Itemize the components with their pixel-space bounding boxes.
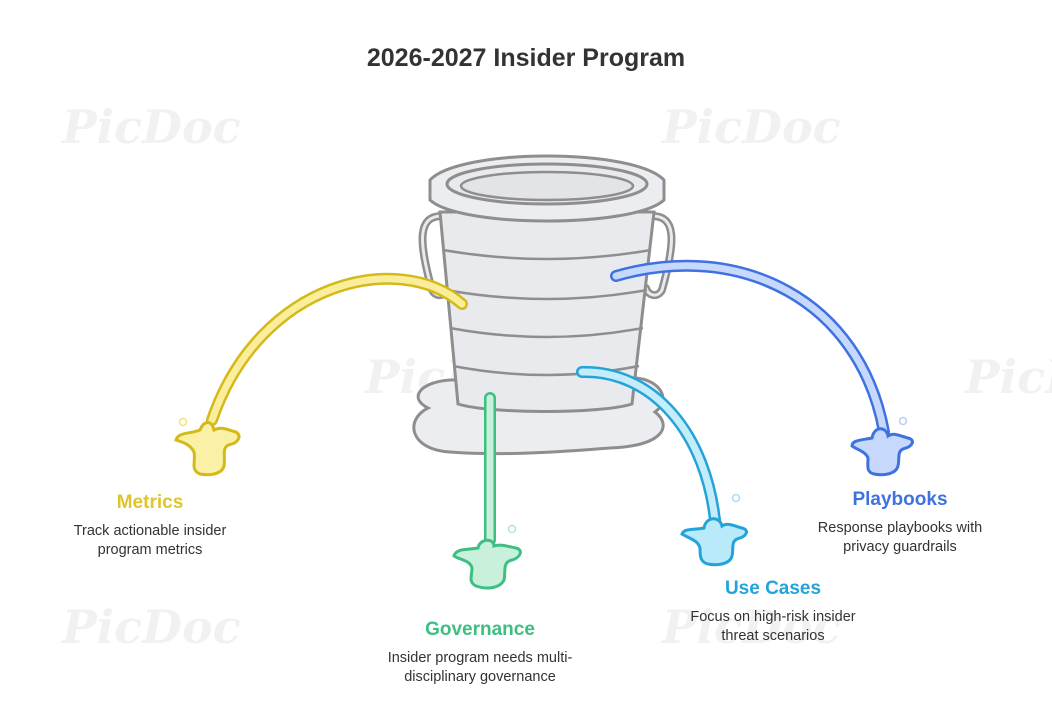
use-cases-description-line2: threat scenarios — [662, 627, 884, 646]
metrics-description-line1: Track actionable insider — [40, 522, 260, 541]
metrics-splash — [176, 423, 239, 475]
governance-description-line2: disciplinary governance — [360, 668, 600, 687]
use-cases-label: Use Cases Focus on high-risk insider thr… — [662, 578, 884, 646]
metrics-heading: Metrics — [40, 492, 260, 514]
playbooks-heading: Playbooks — [790, 489, 1010, 511]
use-cases-heading: Use Cases — [662, 578, 884, 600]
playbooks-splash — [852, 429, 912, 475]
governance-description-line1: Insider program needs multi- — [360, 649, 600, 668]
governance-heading: Governance — [360, 619, 600, 641]
metrics-description-line2: program metrics — [40, 541, 260, 560]
governance-splash — [454, 540, 520, 588]
governance-label: Governance Insider program needs multi- … — [360, 619, 600, 687]
metrics-label: Metrics Track actionable insider program… — [40, 492, 260, 560]
metrics-stream — [176, 279, 462, 475]
use-cases-splash — [682, 519, 746, 565]
use-cases-description-line1: Focus on high-risk insider — [662, 608, 884, 627]
playbooks-label: Playbooks Response playbooks with privac… — [790, 489, 1010, 557]
playbooks-description-line1: Response playbooks with — [790, 519, 1010, 538]
playbooks-description-line2: privacy guardrails — [790, 538, 1010, 557]
